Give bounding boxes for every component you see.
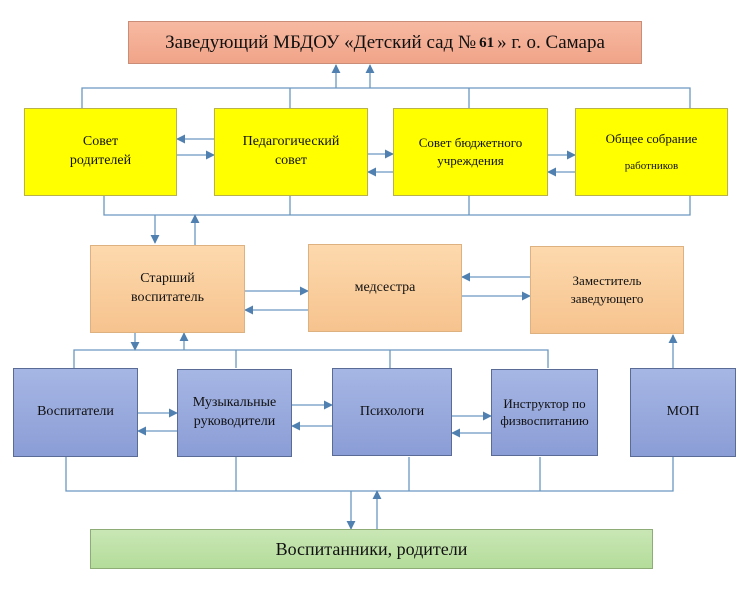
nurse-box: медсестра bbox=[308, 244, 462, 332]
teachers-label: Воспитатели bbox=[37, 404, 114, 420]
pupils-parents-box: Воспитанники, родители bbox=[90, 529, 653, 569]
pe-instructor-box: Инструктор по физвоспитанию bbox=[491, 369, 598, 456]
head-box: Заведующий МБДОУ «Детский сад № 61 » г. … bbox=[128, 21, 642, 64]
pe-instructor-label: Инструктор по физвоспитанию bbox=[500, 395, 589, 428]
budget-council-label: Совет бюджетного учреждения bbox=[418, 135, 523, 168]
teachers-box: Воспитатели bbox=[13, 368, 138, 457]
psychologists-box: Психологи bbox=[332, 368, 452, 456]
music-label: Музыкальные руководители bbox=[192, 395, 277, 429]
parents-council-label: Совет родителей bbox=[69, 134, 132, 168]
parents-council-box: Совет родителей bbox=[24, 108, 177, 196]
general-meeting-label-2: работников bbox=[624, 160, 679, 173]
senior-teacher-label: Старший воспитатель bbox=[131, 271, 204, 305]
nurse-label: медсестра bbox=[354, 279, 416, 295]
music-box: Музыкальные руководители bbox=[177, 369, 292, 457]
general-meeting-label-1: Общее собрание bbox=[605, 130, 698, 146]
head-title-pre: Заведующий МБДОУ «Детский сад № bbox=[165, 31, 477, 53]
mop-box: МОП bbox=[630, 368, 736, 457]
pupils-parents-label: Воспитанники, родители bbox=[275, 538, 468, 559]
budget-council-box: Совет бюджетного учреждения bbox=[393, 108, 548, 196]
head-title-post: » г. о. Самара bbox=[497, 31, 605, 53]
ped-council-label: Педагогический совет bbox=[242, 134, 340, 168]
general-meeting-box: Общее собрание работников bbox=[575, 108, 728, 196]
ped-council-box: Педагогический совет bbox=[214, 108, 368, 196]
deputy-label: Заместитель заведующего bbox=[570, 273, 644, 306]
deputy-box: Заместитель заведующего bbox=[530, 246, 684, 334]
head-title-number: 61 bbox=[479, 35, 495, 52]
psychologists-label: Психологи bbox=[359, 403, 425, 419]
senior-teacher-box: Старший воспитатель bbox=[90, 245, 245, 333]
mop-label: МОП bbox=[666, 404, 700, 420]
